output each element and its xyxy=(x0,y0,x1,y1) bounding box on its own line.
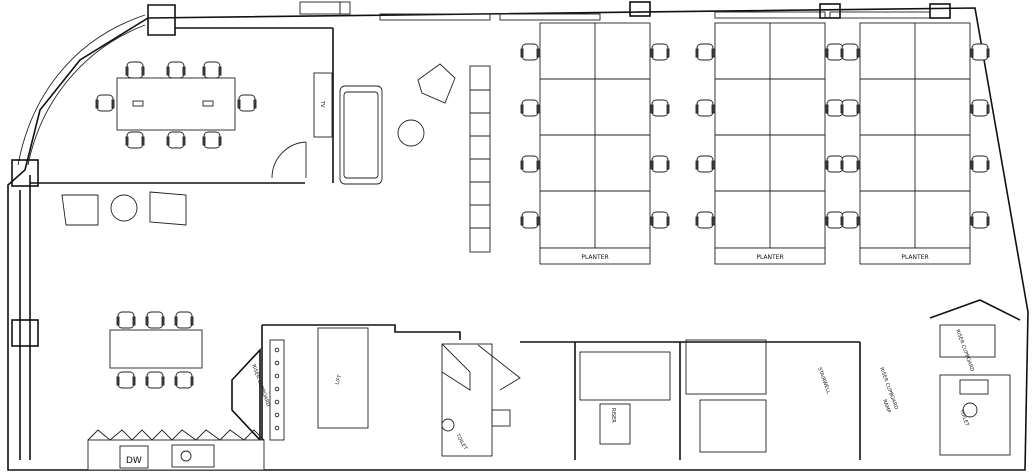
office-chair xyxy=(840,99,860,117)
office-chair xyxy=(970,43,990,61)
office-chair xyxy=(695,43,715,61)
planter xyxy=(859,247,971,265)
meeting-chair xyxy=(202,131,222,149)
ramp-label: RAMP xyxy=(881,399,891,414)
planter-label: PLANTER xyxy=(901,254,928,261)
armchair xyxy=(417,63,456,104)
round-table xyxy=(110,194,138,222)
dining-chair xyxy=(174,371,194,389)
office-chair xyxy=(520,155,540,173)
outer-walls xyxy=(7,1,1029,471)
riser-cupboard xyxy=(269,339,285,441)
planter xyxy=(539,247,651,265)
office-chair xyxy=(695,211,715,229)
office-chair xyxy=(840,43,860,61)
office-chair xyxy=(650,155,670,173)
desk-clusters: PLANTER PLANTER PLANTER xyxy=(520,22,990,265)
meeting-room: TV xyxy=(30,27,334,184)
toilet-room xyxy=(441,343,493,457)
office-chair xyxy=(970,99,990,117)
tv-unit xyxy=(313,72,333,138)
core: RISER CUPBOARD LIFT TOILET RISER STAIRWE… xyxy=(231,299,1021,470)
office-chair xyxy=(970,155,990,173)
dining-chair xyxy=(145,311,165,329)
tv-label: TV xyxy=(319,100,325,108)
kitchenette: DW xyxy=(87,429,265,471)
meeting-chair xyxy=(166,131,186,149)
meeting-chair xyxy=(237,94,257,112)
round-table xyxy=(397,119,425,147)
dining-chair xyxy=(145,371,165,389)
office-chair xyxy=(520,211,540,229)
stairwell-label: STAIRWELL xyxy=(816,367,831,395)
office-chair xyxy=(695,155,715,173)
office-chair xyxy=(970,211,990,229)
dining-chair xyxy=(116,311,136,329)
office-chair xyxy=(650,99,670,117)
lounge xyxy=(61,63,456,226)
planter-label: PLANTER xyxy=(756,254,783,261)
planter-label: PLANTER xyxy=(581,254,608,261)
office-chair xyxy=(695,99,715,117)
armchair xyxy=(149,191,187,226)
riser-cupboard-2 xyxy=(939,324,996,358)
sofa xyxy=(339,85,383,185)
office-chair xyxy=(840,211,860,229)
office-chair xyxy=(520,43,540,61)
dining-chair xyxy=(174,311,194,329)
meeting-chair xyxy=(202,61,222,79)
office-chair xyxy=(840,155,860,173)
meeting-table xyxy=(116,77,236,131)
office-chair xyxy=(520,99,540,117)
dining-chair xyxy=(116,371,136,389)
meeting-chair xyxy=(125,131,145,149)
office-chair xyxy=(650,211,670,229)
lift-label: LIFT xyxy=(334,373,343,385)
meeting-chair xyxy=(125,61,145,79)
meeting-chair xyxy=(166,61,186,79)
dining-table xyxy=(109,329,203,369)
meeting-chair xyxy=(95,94,115,112)
lift xyxy=(317,327,369,429)
armchair xyxy=(61,194,99,226)
office-chair xyxy=(650,43,670,61)
dw-label: DW xyxy=(126,456,142,466)
riser-label: RISER xyxy=(610,408,616,423)
planter xyxy=(714,247,826,265)
dining-area xyxy=(109,329,203,369)
locker-bank xyxy=(469,65,491,253)
